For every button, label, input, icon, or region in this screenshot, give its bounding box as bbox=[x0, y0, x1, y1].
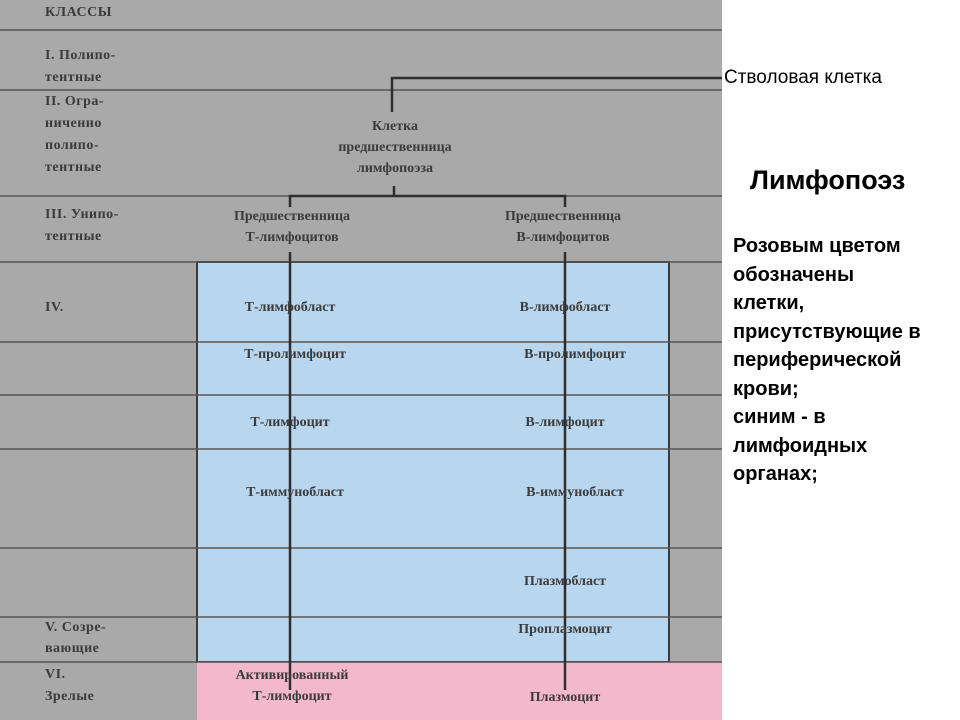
classes-header-text: КЛАССЫ bbox=[45, 5, 112, 20]
class-2-line-2: ниченно bbox=[45, 116, 102, 131]
lineage-lines bbox=[288, 76, 722, 690]
class-1-line-1: I. Полипо- bbox=[45, 48, 116, 63]
t-lymphoblast-cell: Т-лимфобласт bbox=[244, 300, 336, 315]
color-legend-note: Розовым цветом обозначены клетки, присут… bbox=[733, 232, 960, 489]
class-5-line-2: вающие bbox=[45, 641, 100, 656]
b-precursor-line-1: Предшественница bbox=[504, 209, 622, 224]
scanned-hematopoiesis-table: КЛАССЫ I. Полипо- тентные II. Огра- ниче… bbox=[0, 0, 722, 720]
legend-line: синим - в bbox=[733, 406, 826, 428]
lymphoid-organ-region bbox=[196, 261, 670, 663]
b-precursor-line-2: В-лимфоцитов bbox=[516, 230, 610, 245]
proplasmocyte-cell: Проплазмоцит bbox=[518, 622, 612, 637]
activated-t-line-2: Т-лимфоцит bbox=[252, 689, 332, 704]
t-precursor-line-1: Предшественница bbox=[233, 209, 351, 224]
legend-line: периферической bbox=[733, 349, 902, 371]
class-6-label: VI. Зрелые bbox=[45, 664, 195, 708]
progenitor-line-2: предшественница bbox=[338, 140, 452, 155]
b-prolymphocyte-cell: В-пролимфоцит bbox=[524, 347, 626, 362]
t-precursor-line-2: Т-лимфоцитов bbox=[245, 230, 339, 245]
legend-line: лимфоидных bbox=[733, 434, 868, 457]
class-1-label: I. Полипо- тентные bbox=[45, 45, 195, 89]
peripheral-blood-region bbox=[197, 662, 722, 720]
activated-t-line-1: Активированный bbox=[235, 668, 349, 683]
plasmocyte-cell: Плазмоцит bbox=[529, 690, 601, 705]
lymphopoiesis-progenitor-cell: Клетка предшественница лимфопоэза bbox=[300, 116, 490, 179]
table-grid bbox=[0, 29, 722, 720]
t-lymphocyte-cell: Т-лимфоцит bbox=[250, 415, 330, 430]
t-immunoblast-cell: Т-иммунобласт bbox=[246, 485, 344, 500]
class-6-line-2: Зрелые bbox=[45, 689, 95, 704]
progenitor-line-1: Клетка bbox=[372, 119, 418, 134]
legend-line: органах; bbox=[733, 463, 818, 485]
class-5-label: V. Созре- вающие bbox=[45, 617, 195, 659]
class-5-line-1: V. Созре- bbox=[45, 620, 107, 635]
legend-line: Розовым цветом bbox=[733, 235, 901, 257]
b-immunoblast-cell: В-иммунобласт bbox=[526, 485, 624, 500]
class-2-line-4: тентные bbox=[45, 160, 102, 175]
class-3-line-2: тентные bbox=[45, 229, 102, 244]
activated-t-lymphocyte-cell: Активированный Т-лимфоцит bbox=[197, 665, 387, 707]
class-2-label: II. Огра- ниченно полипо- тентные bbox=[45, 91, 195, 179]
legend-line: присутствующие в bbox=[733, 320, 921, 343]
class-2-line-3: полипо- bbox=[45, 138, 100, 153]
class-2-line-1: II. Огра- bbox=[45, 94, 105, 109]
classes-header: КЛАССЫ bbox=[45, 2, 195, 24]
class-3-label: III. Унипо- тентные bbox=[45, 204, 195, 248]
legend-line: крови; bbox=[733, 377, 799, 400]
legend-line: обозначены bbox=[733, 263, 855, 286]
class-4-line-1: IV. bbox=[45, 300, 64, 315]
b-lymphoblast-cell: В-лимфобласт bbox=[519, 300, 611, 315]
plasmoblast-cell: Плазмобласт bbox=[523, 574, 607, 589]
progenitor-line-3: лимфопоэза bbox=[356, 161, 434, 176]
class-1-line-2: тентные bbox=[45, 70, 102, 85]
b-precursor-cell: Предшественница В-лимфоцитов bbox=[468, 206, 658, 248]
t-prolymphocyte-cell: Т-пролимфоцит bbox=[244, 347, 346, 362]
class-4-label: IV. bbox=[45, 297, 195, 319]
legend-line: клетки, bbox=[733, 292, 805, 314]
b-lymphocyte-cell: В-лимфоцит bbox=[525, 415, 605, 430]
slide-title: Лимфопоэз bbox=[750, 165, 906, 195]
t-precursor-cell: Предшественница Т-лимфоцитов bbox=[197, 206, 387, 248]
class-3-line-1: III. Унипо- bbox=[45, 207, 119, 222]
class-6-line-1: VI. bbox=[45, 667, 66, 682]
stem-cell-label: Стволовая клетка bbox=[724, 67, 882, 88]
